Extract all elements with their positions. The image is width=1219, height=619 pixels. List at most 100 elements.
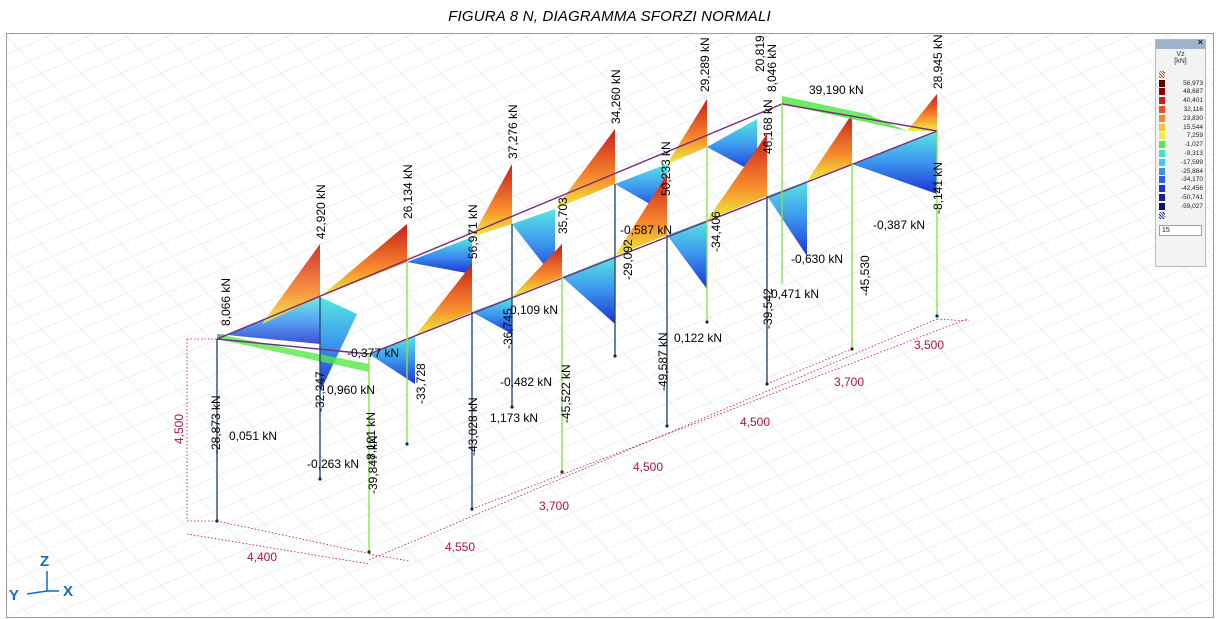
force-label: 56,971 kN bbox=[466, 204, 480, 259]
structure-diagram: 4,500 4,400 4,550 3,700 4,500 4,500 3,70… bbox=[7, 34, 1213, 617]
beam-diagram-23 bbox=[782, 96, 907, 131]
beam-diagram-7 bbox=[512, 209, 555, 279]
axis-z-label: Z bbox=[40, 553, 49, 570]
force-label: 34,260 kN bbox=[609, 69, 623, 124]
force-label: 8,046 kN bbox=[765, 44, 779, 92]
legend-swatch bbox=[1159, 167, 1165, 175]
force-label: -0,630 kN bbox=[791, 252, 843, 266]
beam-diagram-2 bbox=[262, 244, 320, 324]
force-label: -43,028 kN bbox=[466, 397, 480, 456]
axis-indicator: Z Y X bbox=[9, 553, 73, 604]
legend-swatch bbox=[1159, 88, 1165, 96]
beam-diagram-19 bbox=[707, 134, 767, 220]
force-label: -34,406 bbox=[709, 211, 723, 252]
force-label: -39,542 bbox=[761, 288, 775, 329]
figure-caption: FIGURA 8 N, DIAGRAMMA SFORZI NORMALI bbox=[448, 8, 771, 25]
beam-diagram-6 bbox=[472, 164, 512, 237]
legend-swatch bbox=[1159, 202, 1165, 210]
axis-x-label: X bbox=[63, 583, 73, 600]
beam-diagram-11 bbox=[707, 119, 757, 174]
legend-value: 56,973 bbox=[1183, 79, 1203, 87]
beam-diagram-25 bbox=[217, 334, 369, 372]
legend-titlebar[interactable]: × bbox=[1156, 37, 1205, 49]
beam-diagram-3 bbox=[320, 224, 407, 297]
beam-diagram-13 bbox=[415, 264, 472, 336]
low-force-labels: -28,873 kN 0,051 kN -0,263 kN -8,121 kN … bbox=[209, 332, 670, 494]
force-label: 0,109 kN bbox=[510, 303, 558, 317]
force-label: -8,141 kN bbox=[931, 162, 945, 214]
legend-swatch bbox=[1159, 132, 1165, 140]
beam-diagram-20 bbox=[767, 181, 807, 256]
beam-diagram-8 bbox=[555, 129, 615, 209]
legend-swatch bbox=[1159, 79, 1165, 87]
dim-span-2: 4,550 bbox=[445, 540, 475, 554]
hatch-icon bbox=[1159, 211, 1165, 219]
force-label: -49,587 kN bbox=[656, 332, 670, 391]
base-dimension-lines bbox=[186, 318, 970, 565]
force-label: 35,703 bbox=[556, 197, 570, 234]
force-label: -0,263 kN bbox=[307, 457, 359, 471]
top-force-labels: 42,920 kN 26,134 kN 56,971 kN 37,276 kN … bbox=[219, 34, 945, 326]
beam-diagram-10 bbox=[667, 99, 707, 164]
beam-force-diagrams bbox=[217, 94, 937, 392]
force-label: -39,847 kN bbox=[366, 435, 380, 494]
legend-value: -34,170 bbox=[1180, 176, 1203, 184]
force-label: 26,134 kN bbox=[401, 164, 415, 219]
legend-title: Vz bbox=[1176, 51, 1185, 58]
legend-value: 23,830 bbox=[1183, 114, 1203, 122]
legend-entry: -42,456 bbox=[1156, 184, 1205, 193]
legend-value: -1,027 bbox=[1184, 141, 1203, 149]
axis-y-label: Y bbox=[9, 587, 19, 604]
dim-span-7: 3,500 bbox=[914, 338, 944, 352]
beam-diagram-17 bbox=[615, 174, 667, 256]
legend-entry: -50,741 bbox=[1156, 193, 1205, 202]
legend-value: -50,741 bbox=[1180, 194, 1203, 202]
legend-swatch bbox=[1159, 185, 1165, 193]
force-label: 8,066 kN bbox=[219, 278, 233, 326]
force-label: -0,587 kN bbox=[620, 223, 672, 237]
legend-value: -42,456 bbox=[1180, 185, 1203, 193]
legend-entry: 32,116 bbox=[1156, 105, 1205, 114]
force-label: -33,728 bbox=[414, 363, 428, 404]
force-label: 37,276 kN bbox=[506, 104, 520, 159]
mid-force-labels: -32,247 -33,728 -36,745 -29,092 -34,406 … bbox=[313, 162, 945, 412]
beam-diagram-14 bbox=[472, 297, 512, 334]
dimension-labels: 4,500 4,400 4,550 3,700 4,500 4,500 3,70… bbox=[172, 338, 944, 564]
legend-entry: -17,599 bbox=[1156, 158, 1205, 167]
divisions-spinner[interactable]: 15 bbox=[1159, 224, 1202, 236]
legend-entry: 40,401 bbox=[1156, 96, 1205, 105]
legend-value: -17,599 bbox=[1180, 158, 1203, 166]
force-label: -45,530 bbox=[858, 255, 872, 296]
beam-diagram-18 bbox=[667, 220, 707, 289]
force-label: 42,920 kN bbox=[314, 184, 328, 239]
dim-span-1: 4,400 bbox=[247, 550, 277, 564]
legend-value: 32,116 bbox=[1183, 106, 1203, 114]
legend-value: -59,027 bbox=[1180, 202, 1203, 210]
legend-value: 15,544 bbox=[1183, 123, 1203, 131]
legend-entry: 23,830 bbox=[1156, 114, 1205, 123]
legend-swatch bbox=[1159, 141, 1165, 149]
legend-swatch bbox=[1159, 150, 1165, 158]
force-label: -8,121 kN bbox=[364, 412, 378, 464]
force-label: 28,945 kN bbox=[931, 34, 945, 89]
legend-entry: -59,027 bbox=[1156, 202, 1205, 211]
legend-entry: -34,170 bbox=[1156, 176, 1205, 185]
legend-swatch bbox=[1159, 97, 1165, 105]
force-label: 50,233 kN bbox=[659, 141, 673, 196]
force-label: 29,289 kN bbox=[698, 37, 712, 92]
close-icon[interactable]: × bbox=[1197, 37, 1203, 47]
force-label: -36,745 bbox=[501, 308, 515, 349]
dim-span-6: 3,700 bbox=[834, 375, 864, 389]
legend-value: -9,313 bbox=[1184, 150, 1203, 158]
dim-span-5: 4,500 bbox=[740, 415, 770, 429]
force-label: 0,051 kN bbox=[229, 429, 277, 443]
model-viewport[interactable]: 4,500 4,400 4,550 3,700 4,500 4,500 3,70… bbox=[6, 33, 1214, 618]
hatch-icon bbox=[1159, 70, 1165, 78]
legend-swatch bbox=[1159, 158, 1165, 166]
legend-swatch bbox=[1159, 194, 1165, 202]
force-label: 0,122 kN bbox=[674, 331, 722, 345]
force-label: -28,873 kN bbox=[209, 395, 223, 454]
force-label: 0,471 kN bbox=[771, 287, 819, 301]
